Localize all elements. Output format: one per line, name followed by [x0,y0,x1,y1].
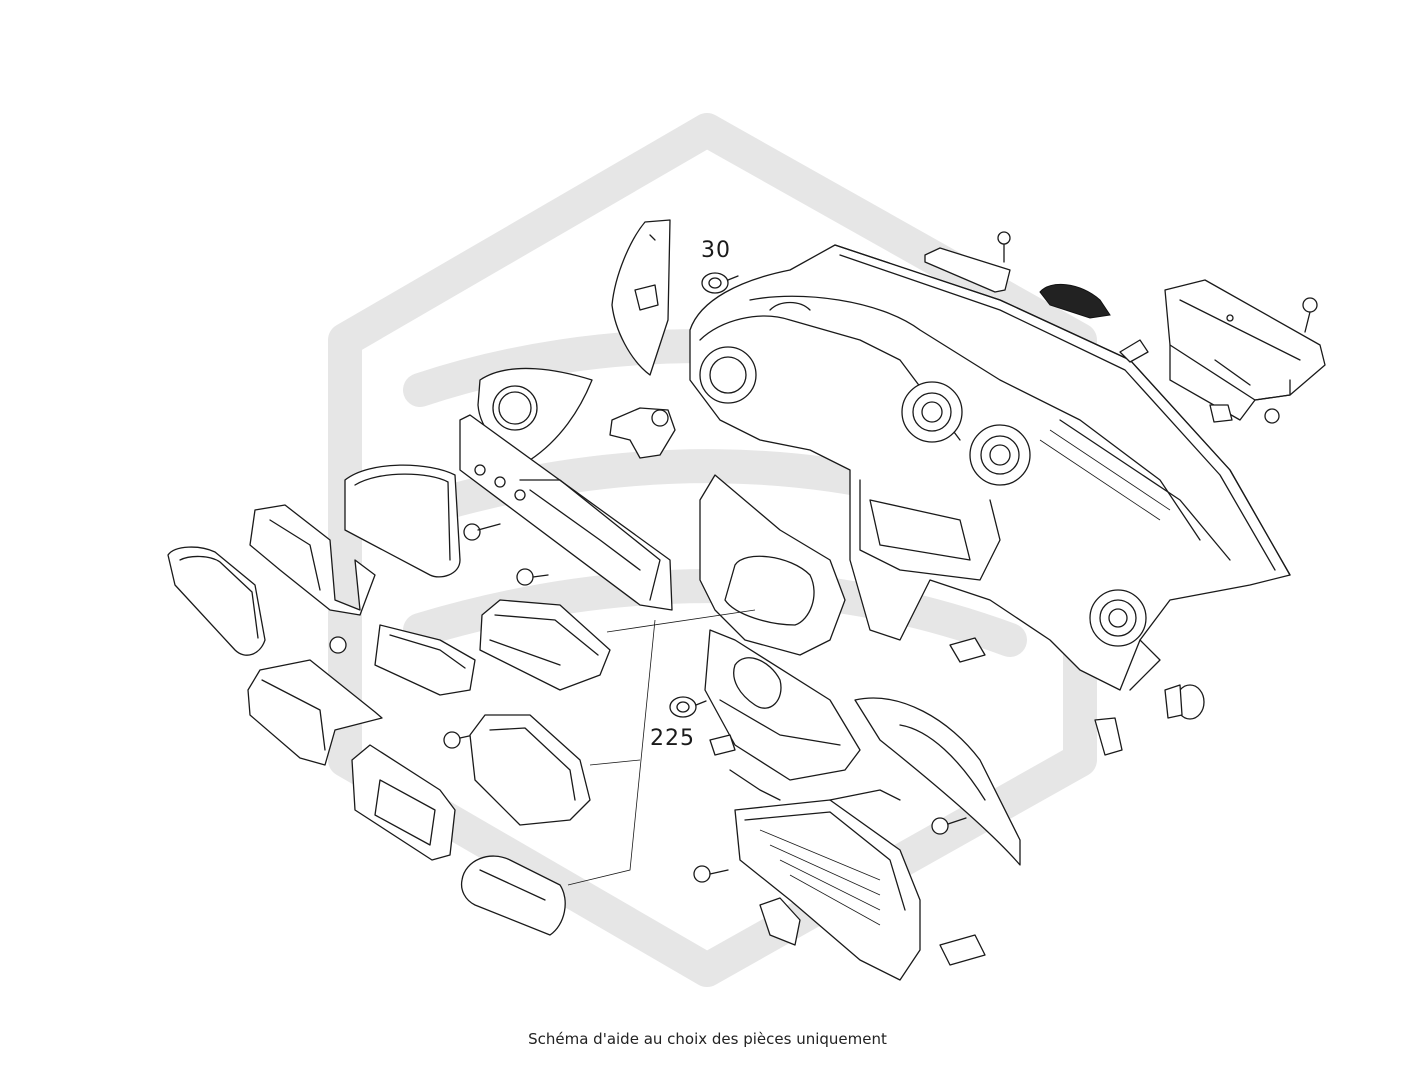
glovebox-latch[interactable] [759,897,801,946]
right-end-trim[interactable] [854,697,1021,866]
small-storage-tray[interactable] [374,624,476,696]
screw-left-1[interactable] [463,523,501,541]
lower-console-frame[interactable] [469,714,591,826]
center-display-bezel[interactable] [699,474,846,656]
airbag-bolt[interactable] [1209,297,1318,424]
instrument-panel-cover[interactable] [247,659,383,766]
ignition-bracket[interactable] [609,407,676,459]
cluster-bezel[interactable] [167,546,266,656]
cluster-bracket[interactable] [249,504,376,616]
center-storage-box[interactable] [479,599,611,691]
center-switch-panel[interactable] [459,414,673,611]
screw-glovebox-2[interactable] [931,817,967,835]
callout-225: 225 [650,726,695,751]
clip-30[interactable] [701,272,739,294]
speaker-grille[interactable] [1039,283,1111,319]
small-bracket-clip[interactable] [1119,339,1149,363]
side-clip-right[interactable] [1094,717,1123,756]
cap-plug[interactable] [1164,684,1205,720]
screw-left-2[interactable] [516,568,549,586]
screw-top[interactable] [997,231,1011,263]
small-clip-right[interactable] [949,637,986,663]
cluster-visor[interactable] [344,464,461,578]
callout-30: 30 [701,238,731,263]
wiring-connector[interactable] [709,734,781,801]
lower-trim-cover[interactable] [460,855,566,936]
leader-lines [567,609,756,886]
clip-round-left[interactable] [329,636,347,654]
glovebox-bracket[interactable] [939,934,986,966]
passenger-airbag-module[interactable] [1164,279,1326,421]
defroster-grille[interactable] [924,247,1011,293]
diagram-caption: Schéma d'aide au choix des pièces unique… [528,1030,887,1048]
glovebox[interactable] [734,789,921,981]
dashboard-main-panel[interactable] [689,244,1291,691]
multimedia-screen[interactable] [351,744,456,861]
screw-glovebox-1[interactable] [693,865,729,883]
center-vent-housing[interactable] [704,629,861,781]
screw-mid[interactable] [443,731,479,749]
side-trim-panel[interactable] [611,219,671,376]
clip-225[interactable] [669,696,707,718]
